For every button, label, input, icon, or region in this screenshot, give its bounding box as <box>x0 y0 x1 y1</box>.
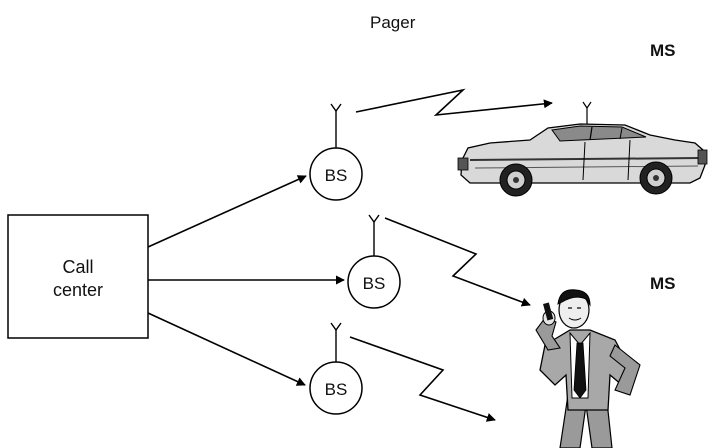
antenna-icon <box>368 214 380 224</box>
antenna-icon <box>330 103 342 113</box>
wireless-link-bottom <box>349 336 496 422</box>
wireless-link-to-car <box>355 88 553 117</box>
link-arrow-to-bs-top <box>147 175 307 248</box>
link-arrow-to-bs-bottom <box>147 312 306 386</box>
person-with-phone-icon <box>535 289 641 448</box>
bs-label-top: BS <box>325 166 348 185</box>
bs-label-bottom: BS <box>325 380 348 399</box>
base-station-bottom: BS <box>309 322 363 415</box>
ms-label-mid: MS <box>650 274 676 293</box>
bs-label-mid: BS <box>363 274 386 293</box>
base-station-mid: BS <box>347 214 401 309</box>
call-center-label-line2: center <box>53 280 103 300</box>
call-center-box: Call center <box>7 214 149 339</box>
pager-label: Pager <box>370 13 416 32</box>
ms-label-top: MS <box>650 41 676 60</box>
car-icon <box>457 101 708 197</box>
wireless-link-to-person <box>384 217 531 307</box>
call-center-label-line1: Call <box>62 257 93 277</box>
antenna-icon <box>330 322 342 332</box>
base-station-top: BS <box>309 103 363 201</box>
